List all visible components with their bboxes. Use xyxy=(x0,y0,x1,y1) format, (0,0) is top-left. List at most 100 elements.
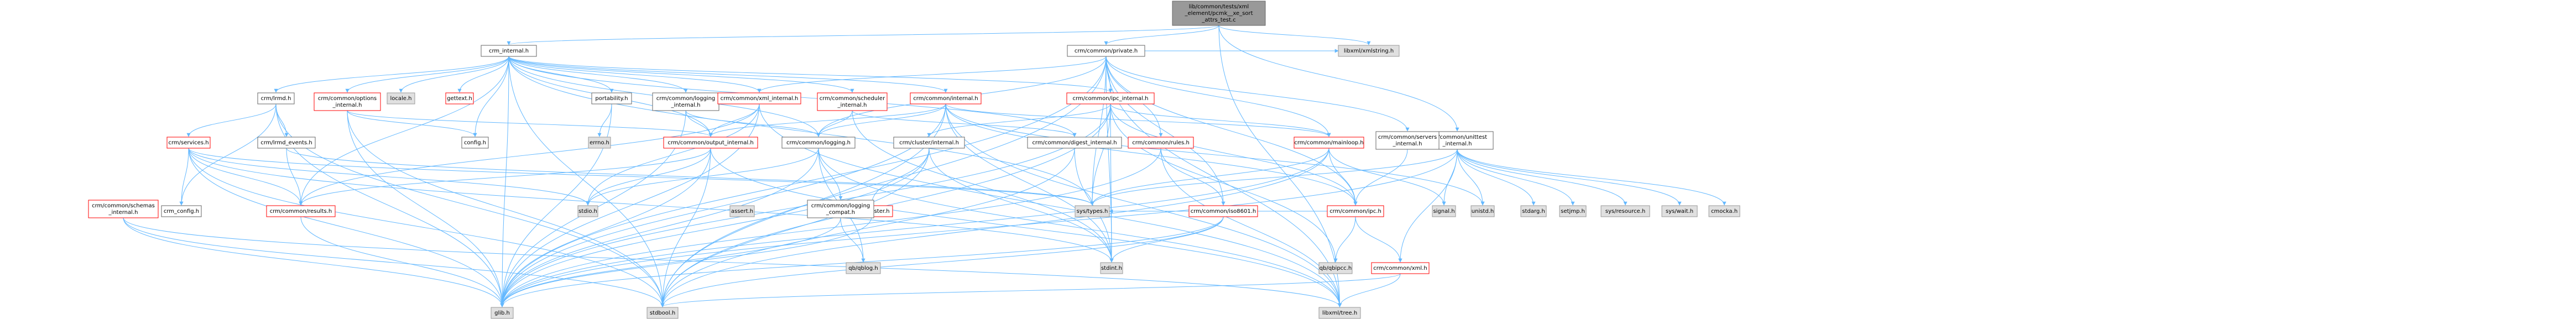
graph-edge xyxy=(927,103,1111,137)
graph-edge xyxy=(869,148,930,206)
node-label: stdbool.h xyxy=(650,310,675,316)
graph-edge xyxy=(188,148,590,206)
graph-node-logging-compat[interactable]: crm/common/logging_compat.h xyxy=(807,200,874,218)
node-label: signal.h xyxy=(1433,208,1454,215)
graph-node-crm-config[interactable]: crm_config.h xyxy=(161,205,202,217)
node-box xyxy=(663,137,758,149)
graph-edge xyxy=(286,148,303,206)
node-label: _element/pcmk__xe_sort xyxy=(1184,11,1253,17)
node-box xyxy=(266,205,336,217)
graph-edge xyxy=(816,110,853,137)
node-box xyxy=(88,200,159,218)
graph-edge xyxy=(1160,148,1342,307)
graph-edge xyxy=(1218,25,1459,132)
graph-node-cluster-internal[interactable]: crm/cluster/internal.h xyxy=(893,137,965,149)
graph-node-xml-internal[interactable]: crm/common/xml_internal.h xyxy=(717,92,801,104)
node-box xyxy=(314,92,381,111)
node-box xyxy=(491,307,514,319)
graph-node-schemas-internal[interactable]: crm/common/schemas_internal.h xyxy=(88,200,159,218)
node-label: portability.h xyxy=(595,96,628,102)
graph-node-crm-common-private[interactable]: crm/common/private.h xyxy=(1067,45,1145,57)
node-label: crm/services.h xyxy=(168,140,208,146)
graph-edge xyxy=(275,103,289,137)
node-label: crm/common/output_internal.h xyxy=(668,140,753,146)
graph-node-logging-internal[interactable]: crm/common/logging_internal.h xyxy=(652,92,719,111)
graph-node-crm-lrmd[interactable]: crm/lrmd.h xyxy=(257,92,295,104)
node-label: sys/types.h xyxy=(1077,208,1108,215)
graph-edge xyxy=(1110,103,1338,263)
node-box xyxy=(1600,205,1650,217)
graph-edge xyxy=(500,148,930,307)
graph-edge xyxy=(179,148,189,206)
graph-edge xyxy=(123,217,504,307)
graph-edge xyxy=(757,56,1107,93)
node-box xyxy=(807,200,874,218)
graph-node-crm-internal[interactable]: crm_internal.h xyxy=(481,45,537,57)
graph-edge xyxy=(500,148,711,307)
graph-node-common-logging[interactable]: crm/common/logging.h xyxy=(781,137,856,149)
graph-node-common-internal[interactable]: crm/common/internal.h xyxy=(910,92,982,104)
graph-node-digest-internal[interactable]: crm/common/digest_internal.h xyxy=(1027,137,1122,149)
graph-edge xyxy=(586,103,760,206)
graph-edge xyxy=(1398,149,1458,263)
graph-edge xyxy=(500,56,509,307)
graph-node-portability[interactable]: portability.h xyxy=(591,92,632,104)
node-label: _compat.h xyxy=(826,210,855,216)
node-label: setjmp.h xyxy=(1561,208,1585,215)
graph-node-scheduler-internal[interactable]: crm/common/scheduler_internal.h xyxy=(817,92,888,111)
graph-node-stdarg: stdarg.h xyxy=(1520,205,1547,217)
graph-edge xyxy=(500,217,841,307)
graph-edge xyxy=(500,148,819,307)
graph-node-common-ipc[interactable]: crm/common/ipc.h xyxy=(1327,205,1384,217)
graph-edge xyxy=(508,56,762,93)
graph-node-gettext[interactable]: gettext.h xyxy=(445,92,474,104)
graph-node-locale: locale.h xyxy=(387,92,415,104)
node-label: crm_config.h xyxy=(164,208,199,215)
graph-node-output-internal[interactable]: crm/common/output_internal.h xyxy=(663,137,758,149)
graph-edge xyxy=(500,216,872,307)
graph-node-lrmd-events[interactable]: crm/lrmd_events.h xyxy=(257,137,316,149)
graph-edge xyxy=(1333,216,1356,263)
node-label: sys/resource.h xyxy=(1605,208,1645,215)
graph-node-common-rules[interactable]: crm/common/rules.h xyxy=(1128,137,1194,149)
node-label: stdarg.h xyxy=(1522,208,1545,215)
graph-edge xyxy=(1328,148,1358,206)
node-label: _internal.h xyxy=(671,102,701,108)
graph-edge xyxy=(660,148,1075,307)
node-label: crm_internal.h xyxy=(489,48,529,54)
node-label: _internal.h xyxy=(108,210,138,216)
graph-node-iso8601[interactable]: crm/common/iso8601.h xyxy=(1188,205,1258,217)
graph-node-sys-resource: sys/resource.h xyxy=(1600,205,1650,217)
node-label: crm/common/ipc_internal.h xyxy=(1073,96,1149,102)
graph-node-config[interactable]: config.h xyxy=(461,137,489,149)
node-label: crm/common/internal.h xyxy=(913,96,978,102)
graph-edge xyxy=(1328,148,1446,206)
node-box xyxy=(588,137,611,149)
node-label: crm/common/digest_internal.h xyxy=(1032,140,1117,146)
graph-node-common-results[interactable]: crm/common/results.h xyxy=(266,205,336,217)
graph-edge xyxy=(188,148,504,307)
graph-node-servers-internal[interactable]: crm/common/servers_internal.h xyxy=(1375,131,1440,150)
graph-node-common-mainloop[interactable]: crm/common/mainloop.h xyxy=(1294,137,1364,149)
node-box xyxy=(1371,262,1430,274)
graph-node-crm-services[interactable]: crm/services.h xyxy=(166,137,211,149)
graph-edge xyxy=(945,103,1342,307)
graph-edge xyxy=(274,56,509,93)
graph-edge xyxy=(852,110,1077,137)
node-box xyxy=(1661,205,1698,217)
node-box xyxy=(166,137,211,149)
graph-edge xyxy=(1106,56,1410,132)
node-box xyxy=(461,137,489,149)
node-box xyxy=(1432,205,1456,217)
node-label: crm/common/options xyxy=(318,96,377,102)
graph-edge xyxy=(586,148,819,206)
graph-node-sys-types: sys/types.h xyxy=(1075,205,1110,217)
graph-node-options-internal[interactable]: crm/common/options_internal.h xyxy=(314,92,381,111)
graph-edge xyxy=(1090,148,1329,206)
graph-node-common-xml[interactable]: crm/common/xml.h xyxy=(1371,262,1430,274)
graph-edge xyxy=(929,148,1114,263)
graph-edge xyxy=(188,148,1094,206)
graph-edge xyxy=(818,148,1342,307)
node-box xyxy=(1470,205,1495,217)
graph-node-ipc-internal[interactable]: crm/common/ipc_internal.h xyxy=(1066,92,1155,104)
